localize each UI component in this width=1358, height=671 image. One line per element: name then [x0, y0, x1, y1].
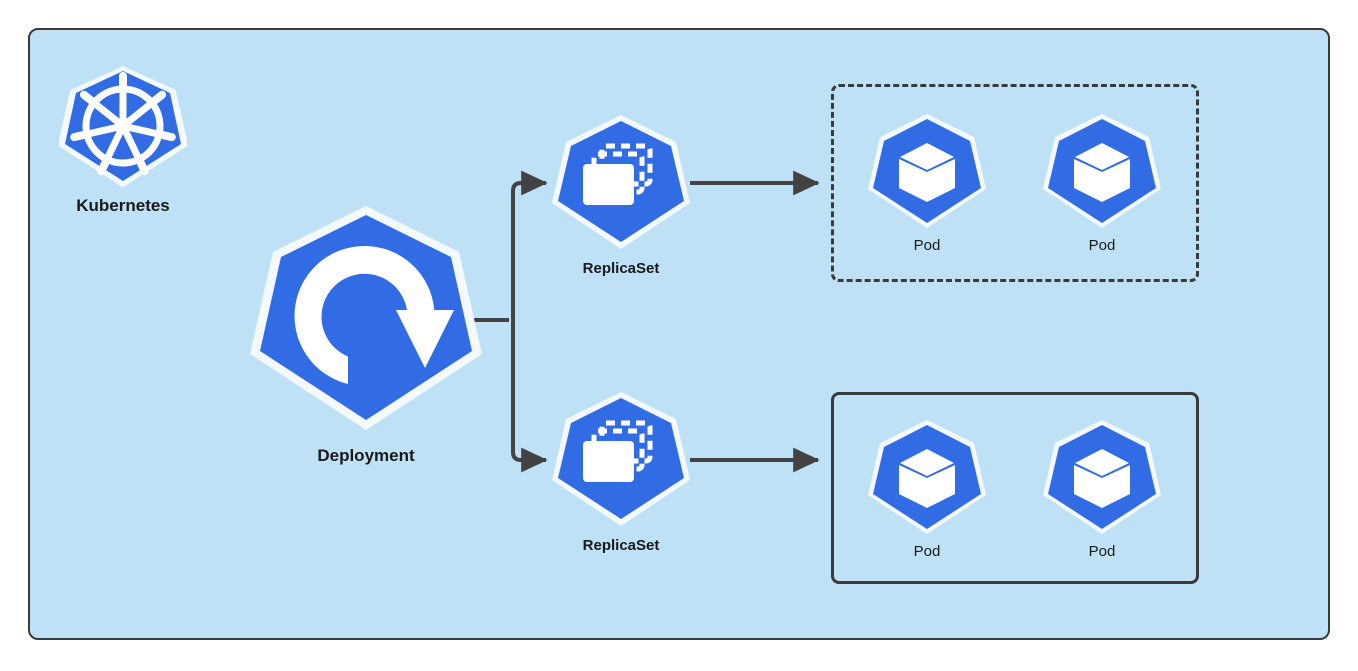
pod-cube-icon — [868, 418, 986, 540]
node-label-kubernetes: Kubernetes — [76, 196, 170, 215]
replicaset-stacked-rectangles-icon — [552, 113, 690, 255]
pod-cube-icon — [1043, 112, 1161, 234]
node-label-deployment: Deployment — [317, 446, 415, 465]
node-kubernetes[interactable]: Kubernetes — [57, 62, 189, 216]
node-pod-top-1[interactable]: Pod — [868, 112, 986, 254]
pod-cube-icon — [1043, 418, 1161, 540]
pod-group-bottom — [831, 392, 1199, 584]
node-deployment[interactable]: Deployment — [250, 202, 482, 466]
node-label-replicaset-bottom: ReplicaSet — [582, 537, 660, 554]
node-label-pod: Pod — [1088, 543, 1116, 560]
node-label-pod: Pod — [913, 543, 941, 560]
pod-group-top — [831, 84, 1199, 282]
node-replicaset-bottom[interactable]: ReplicaSet — [552, 390, 690, 554]
pod-cube-icon — [868, 112, 986, 234]
deployment-rotating-arrow-icon — [250, 202, 482, 440]
node-pod-top-2[interactable]: Pod — [1043, 112, 1161, 254]
node-label-pod: Pod — [913, 237, 941, 254]
kubernetes-helm-wheel-icon — [57, 62, 189, 192]
node-pod-bottom-1[interactable]: Pod — [868, 418, 986, 560]
node-label-pod: Pod — [1088, 237, 1116, 254]
replicaset-stacked-rectangles-icon — [552, 390, 690, 532]
node-label-replicaset-top: ReplicaSet — [582, 260, 660, 277]
node-replicaset-top[interactable]: ReplicaSet — [552, 113, 690, 277]
node-pod-bottom-2[interactable]: Pod — [1043, 418, 1161, 560]
